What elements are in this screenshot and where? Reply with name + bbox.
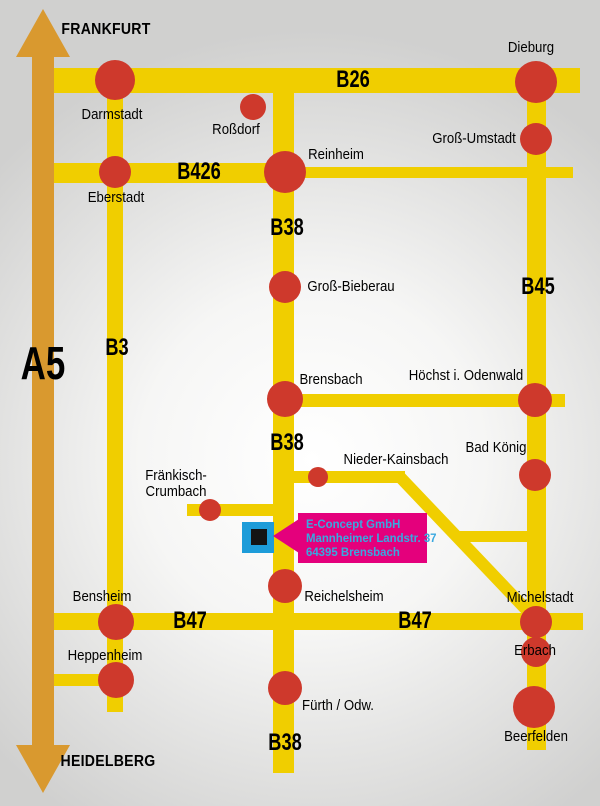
location-marker-center-icon bbox=[251, 529, 267, 545]
city-label: Höchst i. Odenwald bbox=[408, 367, 524, 384]
road-number-label: B47 bbox=[398, 607, 432, 634]
city-dot bbox=[98, 662, 134, 698]
road-b47-horizontal bbox=[54, 613, 583, 630]
city-dot bbox=[521, 637, 551, 667]
city-label: Groß-Bieberau bbox=[307, 278, 395, 295]
company-name: E-Concept GmbH bbox=[306, 517, 401, 531]
city-dot bbox=[268, 671, 302, 705]
road-number-label: B26 bbox=[336, 66, 370, 93]
city-label: Fränkisch- Crumbach bbox=[145, 467, 207, 500]
city-dot bbox=[240, 94, 266, 120]
city-label: Erbach bbox=[514, 642, 556, 659]
road-number-label: B3 bbox=[105, 334, 129, 361]
road-number-label: B38 bbox=[270, 214, 304, 241]
city-dot bbox=[95, 60, 135, 100]
company-street: Mannheimer Landstr. 37 bbox=[306, 531, 437, 545]
city-label: Heppenheim bbox=[67, 647, 143, 664]
city-label: Reichelsheim bbox=[304, 588, 384, 605]
city-dot bbox=[520, 123, 552, 155]
city-dot bbox=[518, 383, 552, 417]
city-dot bbox=[199, 499, 221, 521]
road-nieder-kainsbach-road bbox=[285, 471, 405, 483]
road-number-label: B426 bbox=[177, 158, 221, 185]
city-dot bbox=[98, 604, 134, 640]
a5-motorway-arrow-shaft bbox=[32, 52, 54, 746]
city-label: Reinheim bbox=[308, 146, 364, 163]
city-dot bbox=[308, 467, 328, 487]
city-dot bbox=[513, 686, 555, 728]
road-connector-to-b45 bbox=[458, 531, 546, 542]
frankfurt-direction-label: FRANKFURT bbox=[61, 21, 151, 38]
city-label: Darmstadt bbox=[81, 106, 143, 123]
road-brensbach-hoechst bbox=[285, 394, 565, 407]
city-dot bbox=[515, 61, 557, 103]
city-dot bbox=[99, 156, 131, 188]
callout-pointer-icon bbox=[273, 519, 299, 553]
city-label: Brensbach bbox=[299, 371, 363, 388]
a5-arrowhead-south-icon bbox=[16, 745, 70, 793]
city-label: Bensheim bbox=[72, 588, 132, 605]
company-callout bbox=[298, 513, 427, 563]
city-label: Eberstadt bbox=[87, 189, 145, 206]
road-number-label: B38 bbox=[268, 729, 302, 756]
city-label: Nieder-Kainsbach bbox=[343, 451, 449, 468]
road-b426-east-horizontal bbox=[285, 167, 573, 178]
a5-highway-label: A5 bbox=[20, 337, 66, 389]
city-label: Dieburg bbox=[507, 39, 555, 56]
road-number-label: B47 bbox=[173, 607, 207, 634]
road-b26-horizontal bbox=[54, 68, 580, 93]
city-dot bbox=[269, 271, 301, 303]
city-dot bbox=[520, 606, 552, 638]
company-city: 64395 Brensbach bbox=[306, 545, 400, 559]
city-label: Michelstadt bbox=[506, 589, 574, 606]
road-number-label: B45 bbox=[521, 273, 555, 300]
city-dot bbox=[264, 151, 306, 193]
city-label: Beerfelden bbox=[504, 728, 568, 745]
city-label: Bad König bbox=[465, 439, 527, 456]
heidelberg-direction-label: HEIDELBERG bbox=[60, 753, 156, 770]
company-callout-text: E-Concept GmbH Mannheimer Landstr. 37 64… bbox=[306, 517, 437, 559]
a5-arrowhead-north-icon bbox=[16, 9, 70, 57]
city-label: Roßdorf bbox=[212, 121, 260, 138]
road-b426-west-horizontal bbox=[54, 163, 285, 183]
city-label: Groß-Umstadt bbox=[432, 130, 516, 147]
city-dot bbox=[268, 569, 302, 603]
road-b3-vertical bbox=[107, 70, 123, 712]
road-number-label: B38 bbox=[270, 429, 304, 456]
city-dot bbox=[519, 459, 551, 491]
city-label: Fürth / Odw. bbox=[302, 697, 374, 714]
city-dot bbox=[267, 381, 303, 417]
